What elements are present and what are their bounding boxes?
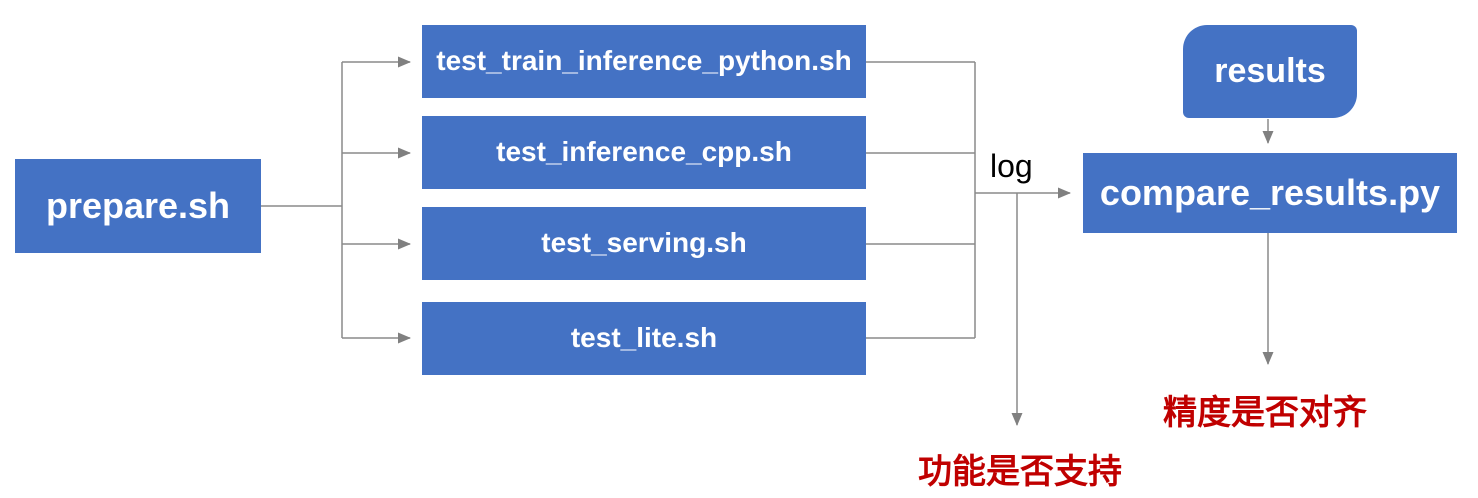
- node-prepare-sh-label: prepare.sh: [45, 185, 231, 227]
- node-test-train-inference-python-sh[interactable]: test_train_inference_python.sh: [422, 25, 866, 98]
- node-test-inference-cpp-sh-label: test_inference_cpp.sh: [496, 136, 792, 168]
- outcome-function-support: 功能是否支持: [918, 453, 1122, 491]
- node-test-inference-cpp-sh[interactable]: test_inference_cpp.sh: [422, 116, 866, 189]
- node-test-serving-sh-label: test_serving.sh: [541, 227, 747, 259]
- node-test-serving-sh[interactable]: test_serving.sh: [422, 207, 866, 280]
- node-compare-results-py-label: compare_results.py: [1099, 172, 1441, 214]
- node-test-lite-sh-label: test_lite.sh: [570, 322, 718, 354]
- node-test-train-inference-python-sh-label: test_train_inference_python.sh: [436, 45, 852, 77]
- node-compare-results-py[interactable]: compare_results.py: [1083, 153, 1457, 233]
- outcome-accuracy-alignment: 精度是否对齐: [1163, 394, 1367, 432]
- node-results-label: results: [1214, 51, 1326, 90]
- edge-label-log: log: [990, 148, 1033, 184]
- node-prepare-sh[interactable]: prepare.sh: [15, 159, 261, 253]
- node-results[interactable]: results: [1183, 25, 1357, 118]
- node-test-lite-sh[interactable]: test_lite.sh: [422, 302, 866, 375]
